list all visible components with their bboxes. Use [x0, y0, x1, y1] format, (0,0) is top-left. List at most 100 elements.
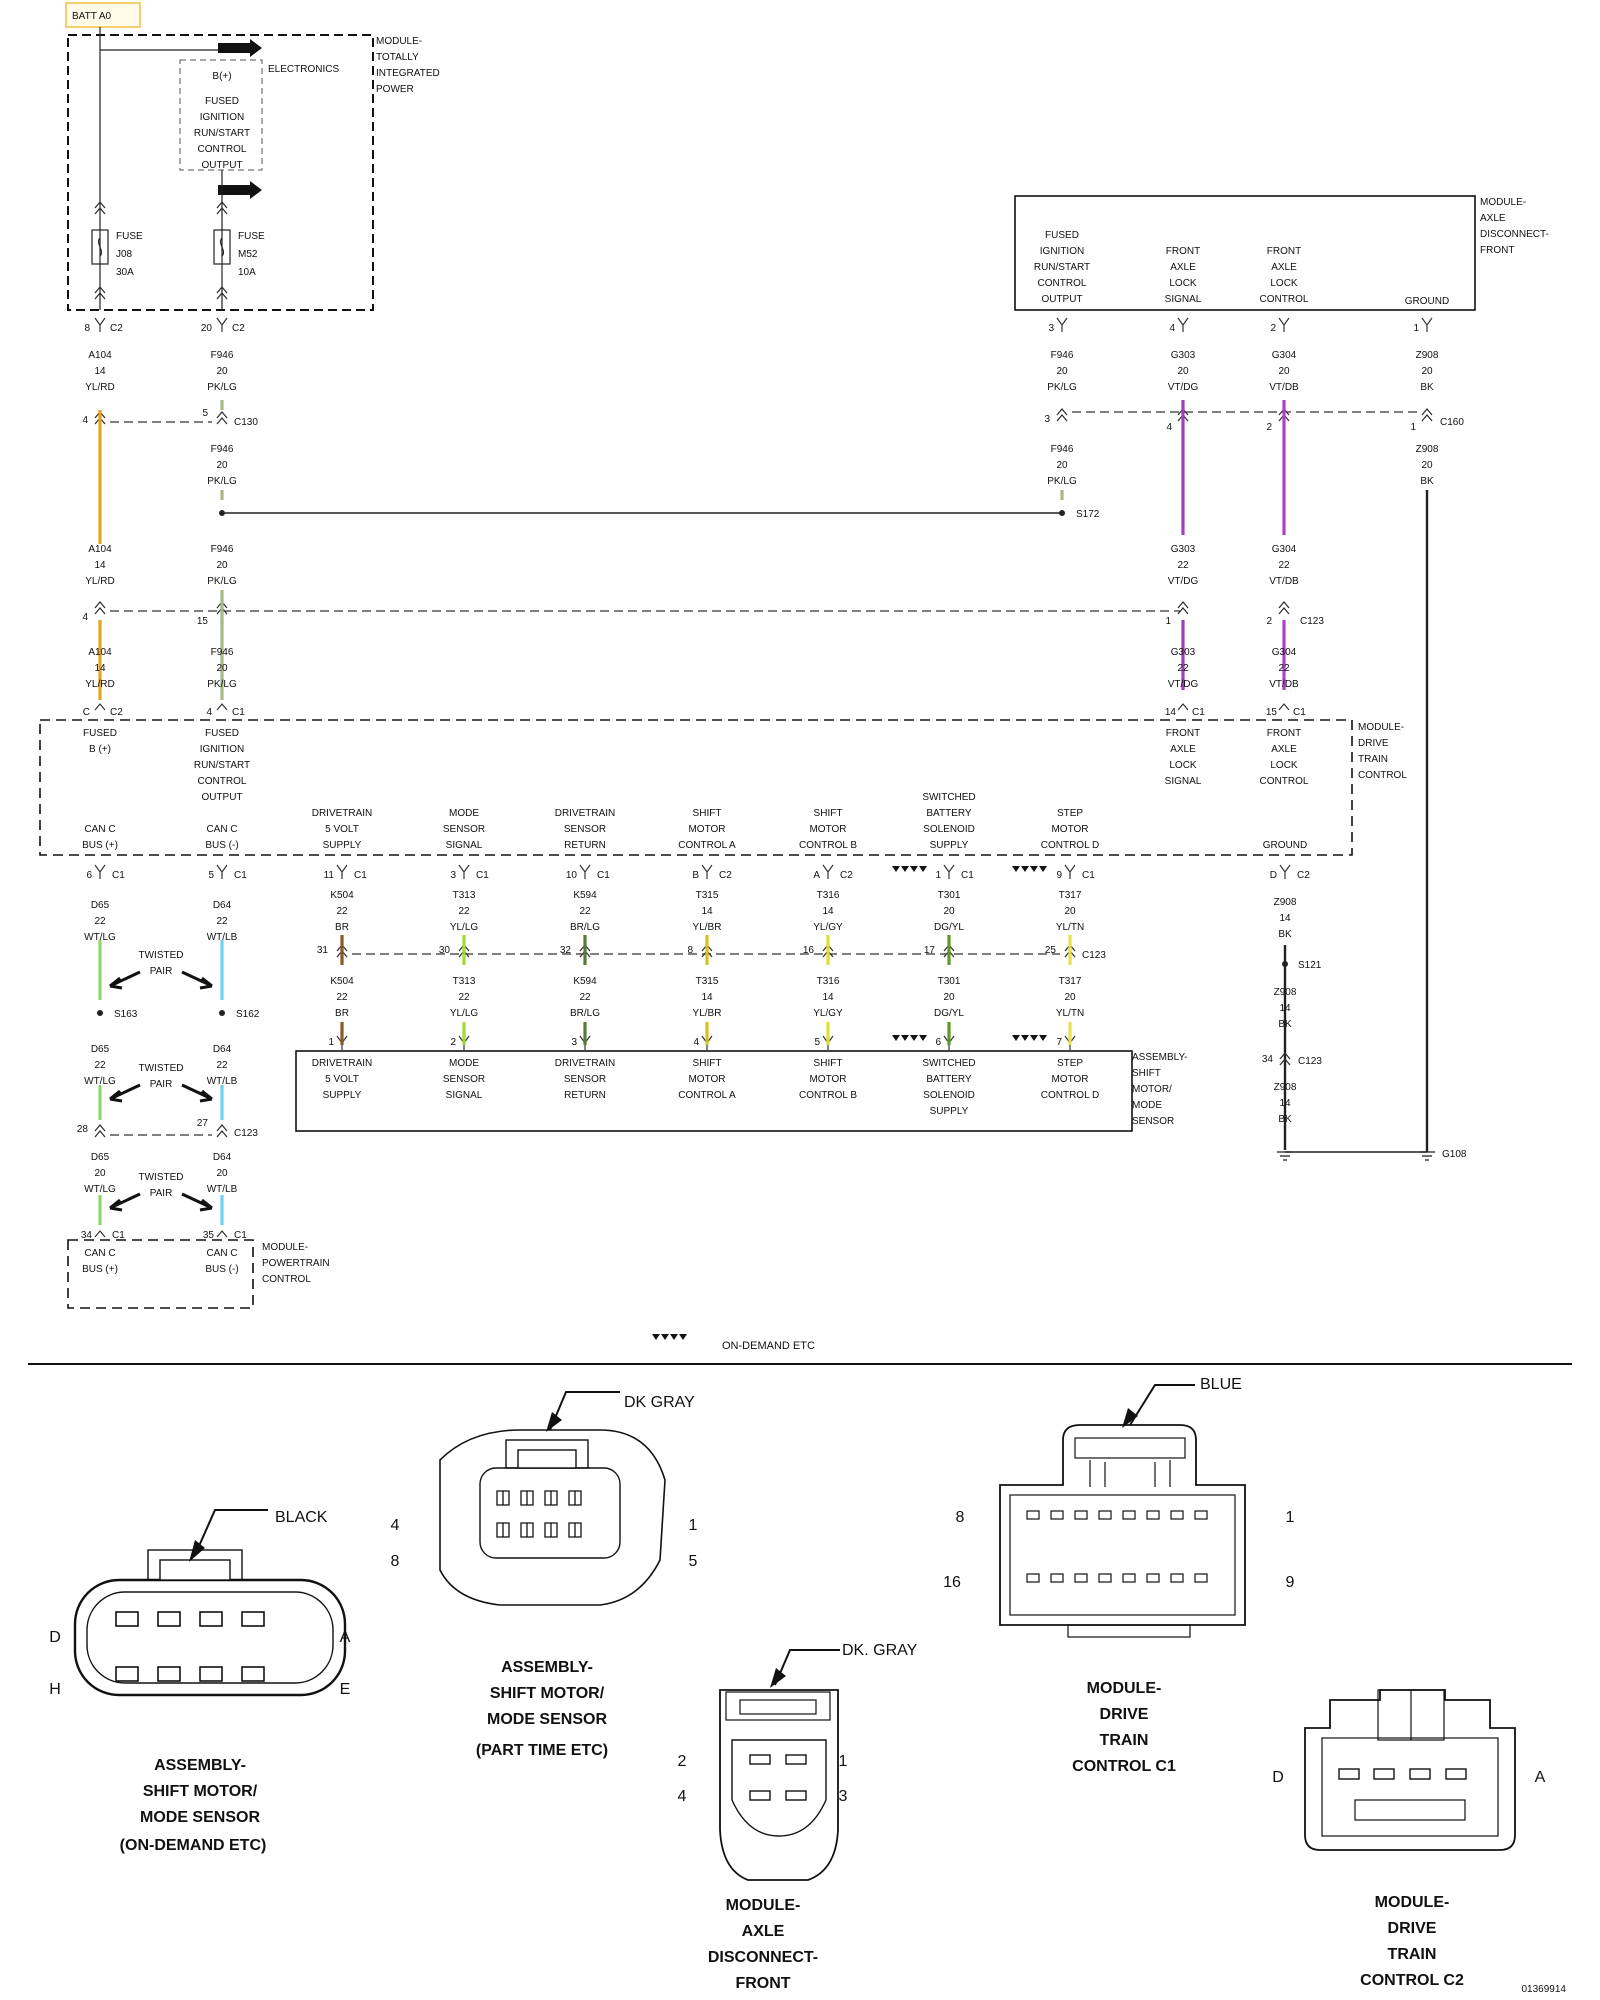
pin-label: 8: [956, 1509, 965, 1526]
pin-label: E: [340, 1681, 351, 1698]
twisted-pair-label: PAIR: [150, 1079, 173, 1090]
pin-caret: [94, 703, 106, 711]
wire-color: YL/BR: [693, 922, 722, 933]
dtcm-label: MOTOR: [1051, 824, 1088, 835]
dtcm-label: AXLE: [1271, 744, 1297, 755]
tipm-name: MODULE-: [376, 36, 422, 47]
v1-caption: SHIFT MOTOR/: [143, 1783, 258, 1800]
inline-connector: [1421, 407, 1433, 422]
on-demand-marker: [901, 1035, 909, 1041]
asm-name: SHIFT: [1132, 1068, 1161, 1079]
dtcm-name: CONTROL: [1358, 770, 1407, 781]
dtcm-label: CONTROL D: [1041, 840, 1100, 851]
inline-connector: [94, 1123, 106, 1138]
dtcm-label: B (+): [89, 744, 111, 755]
pin-cavity: [1074, 1510, 1088, 1520]
v2-inner: [479, 1467, 621, 1559]
twisted-pair-label: PAIR: [150, 966, 173, 977]
wire-circuit: D65: [91, 1152, 110, 1163]
wire-circuit: T317: [1059, 890, 1082, 901]
pin-cavity: [241, 1611, 265, 1627]
pin-cavity: [199, 1611, 223, 1627]
wire-gauge: 22: [579, 906, 591, 917]
wire-circuit: D64: [213, 1044, 232, 1055]
pin-number: 15: [197, 616, 209, 627]
connector-id: C123: [1300, 616, 1324, 627]
connector-id: C2: [232, 323, 245, 334]
v4-latch: [1074, 1437, 1186, 1459]
pin-number: 2: [1266, 616, 1272, 627]
wire-circuit: K504: [330, 890, 354, 901]
connector-id: C130: [234, 417, 258, 428]
asm-label: STEP: [1057, 1058, 1083, 1069]
pcm-name: POWERTRAIN: [262, 1258, 330, 1269]
adm-label: FRONT: [1267, 246, 1301, 257]
v5-inner: [1321, 1737, 1499, 1837]
pcm-label: BUS (-): [205, 1264, 238, 1275]
wire-circuit: F946: [1051, 444, 1074, 455]
wire-circuit: F946: [211, 544, 234, 555]
wire-color: VT/DB: [1269, 382, 1299, 393]
asm-label: CONTROL A: [678, 1090, 736, 1101]
wire-circuit: D65: [91, 900, 110, 911]
wire-color: BK: [1278, 929, 1292, 940]
dtcm-label: RUN/START: [194, 760, 250, 771]
terminal-fork: [822, 864, 834, 879]
wire-gauge: 14: [701, 992, 713, 1003]
adm-label: OUTPUT: [1041, 294, 1082, 305]
dtcm-label: SHIFT: [693, 808, 722, 819]
v3-body: [719, 1689, 839, 1881]
pin-number: 6: [935, 1037, 941, 1048]
terminal-fork: [579, 864, 591, 879]
dtcm-label: BUS (-): [205, 840, 238, 851]
wire-gauge: 22: [94, 1060, 106, 1071]
on-demand-marker: [661, 1334, 669, 1340]
v2-caption: (PART TIME ETC): [476, 1742, 608, 1759]
diagram-lines: [28, 2, 1572, 1365]
leader-arrow-icon: [546, 1412, 562, 1432]
pin-label: 5: [689, 1553, 698, 1570]
pin-cavity: [544, 1522, 558, 1538]
wire-circuit: Z908: [1274, 897, 1297, 908]
pin-label: 16: [943, 1574, 961, 1591]
wire-color: YL/LG: [450, 1008, 479, 1019]
asm-label: SWITCHED: [922, 1058, 975, 1069]
terminal-fork: [216, 317, 228, 332]
pin-number: 32: [560, 945, 572, 956]
dtcm-label: CONTROL B: [799, 840, 857, 851]
fused-output-label: IGNITION: [200, 112, 244, 123]
terminal-fork: [1421, 317, 1433, 332]
wire-color: BR: [335, 922, 349, 933]
asm-box: [295, 1050, 1133, 1132]
diagram-labels: BATT A0MODULE-TOTALLYINTEGRATEDPOWERELEC…: [72, 11, 1566, 1995]
pin-number: 4: [206, 707, 212, 718]
pin-cavity: [115, 1666, 139, 1682]
on-demand-marker: [1021, 1035, 1029, 1041]
on-demand-marker: [1021, 866, 1029, 872]
asm-label: SIGNAL: [446, 1090, 483, 1101]
fuse-element: [97, 237, 103, 257]
wire-color: YL/GY: [813, 922, 843, 933]
wire-gauge: 20: [1056, 460, 1068, 471]
twisted-pair-label: TWISTED: [139, 950, 184, 961]
dtcm-label: SIGNAL: [1165, 776, 1202, 787]
dtcm-label: BUS (+): [82, 840, 118, 851]
inline-connector: [1177, 600, 1189, 615]
twisted-arrow-icon: [181, 970, 213, 990]
wire-gauge: 20: [943, 992, 955, 1003]
pin-number: 1: [1165, 616, 1171, 627]
twisted-pair-label: TWISTED: [139, 1172, 184, 1183]
pin-number: 1: [1413, 323, 1419, 334]
asm-label: MOTOR: [688, 1074, 725, 1085]
wire-circuit: G303: [1171, 544, 1196, 555]
pin-number: 5: [202, 408, 208, 419]
pin-number: C: [83, 707, 90, 718]
wire-color: BR: [335, 1008, 349, 1019]
wire-color: WT/LG: [84, 932, 116, 943]
wire-circuit: F946: [211, 350, 234, 361]
wire-color: DG/YL: [934, 922, 964, 933]
pin-cavity: [1026, 1573, 1040, 1583]
pin-number: 2: [1266, 422, 1272, 433]
pin-cavity: [1194, 1510, 1208, 1520]
pin-number: 31: [317, 945, 329, 956]
